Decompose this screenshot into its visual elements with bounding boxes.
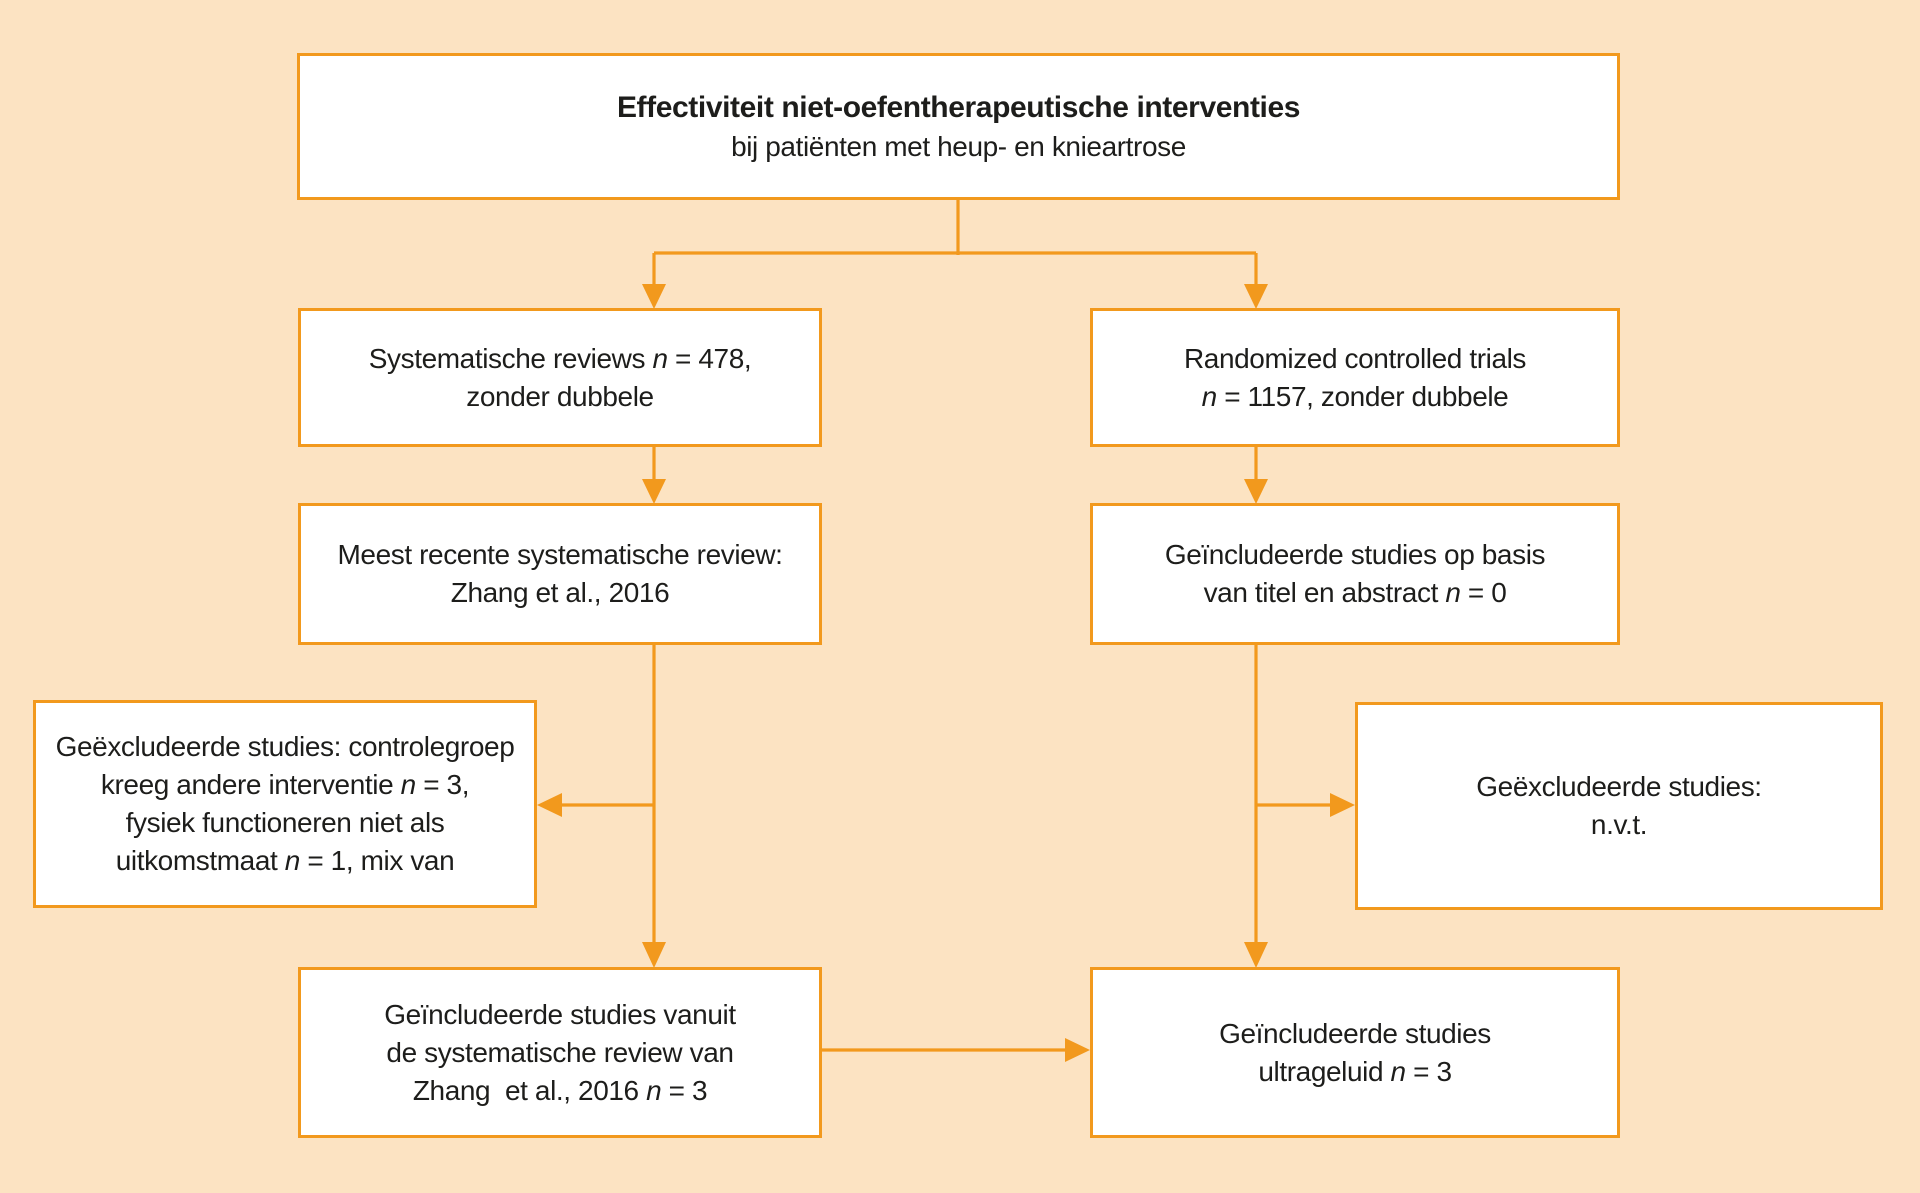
connector-rct-to-titleabstract [1244, 447, 1268, 504]
diagram-title: Effectiviteit niet-oefentherapeutische i… [616, 90, 1301, 124]
connector-titleabstract-to-included [1244, 645, 1268, 968]
connector-reviews-to-recent [642, 447, 666, 504]
connector-branch-excluded-right [1256, 793, 1355, 817]
title-box: Effectiviteit niet-oefentherapeutische i… [297, 53, 1620, 200]
box-geexcludeerde-studies-rechts: Geëxcludeerde studies:n.v.t. [1355, 702, 1883, 910]
connector-title-split [642, 200, 1268, 309]
box-systematische-reviews: Systematische reviews n = 478,zonder dub… [298, 308, 822, 447]
connector-branch-excluded-left [537, 793, 654, 817]
box-meest-recente-review: Meest recente systematische review:Zhang… [298, 503, 822, 645]
connector-included-to-ultrasound [822, 1038, 1090, 1062]
diagram-subtitle: bij patiënten met heup- en knieartrose [731, 130, 1186, 162]
connector-recent-to-included [642, 645, 666, 968]
